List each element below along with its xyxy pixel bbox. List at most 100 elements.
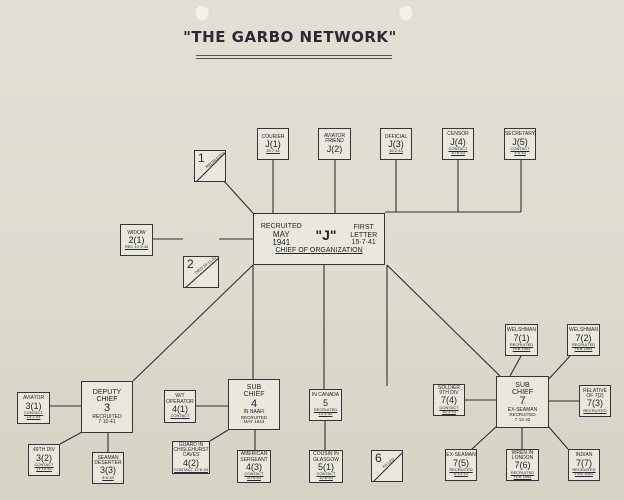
- agent-name: WELSHMAN: [569, 327, 598, 334]
- chief-number: 3: [103, 402, 111, 415]
- agent-code: 4(1): [171, 403, 188, 414]
- letter-date: 15·7·41: [351, 239, 376, 246]
- agent-name: SOLDIER 9TH DIV: [438, 384, 460, 397]
- agent-name: COUSIN IN GLASGOW: [313, 451, 339, 463]
- agent-code: 5(1): [317, 461, 334, 472]
- agent-name: AVIATOR FRIEND: [323, 133, 346, 145]
- agent-4-3-box: AMERICAN SERGEANT 4(3) CONTACT 20·4·43: [237, 450, 271, 483]
- agent-6-box: 6 KILLED: [371, 450, 403, 482]
- agent-note: RECRUITED FEB 1944: [510, 469, 535, 479]
- agent-code: J(5): [512, 136, 528, 147]
- agent-j1-box: COURIER J(1) 15·7·41: [257, 128, 289, 160]
- chart-title: "THE GARBO NETWORK": [183, 28, 397, 46]
- agent-note: RECRUITED 6·12·43: [449, 467, 473, 477]
- agent-code: 2(1): [128, 234, 145, 245]
- agent-code: 7(6): [514, 460, 531, 471]
- agent-code: 4(3): [245, 461, 262, 472]
- agent-name: AMERICAN SERGEANT: [240, 451, 268, 463]
- agent-name: WREN IN LONDON: [511, 449, 534, 462]
- agent-name: WIDOW: [127, 229, 146, 236]
- agent-name: EX-SEAMAN: [446, 452, 476, 459]
- agent-3-3-box: SEAMAN DESERTER 3(3) 8·6·43: [92, 452, 124, 484]
- agent-7-1-box: WELSHMAN 7(1) RECRUITED FEB 1944: [505, 324, 538, 356]
- agent-code: 7(4): [440, 395, 457, 406]
- agent-code: 3(2): [35, 452, 52, 463]
- agent-note: RECRUITED FEB 1944: [509, 342, 534, 352]
- chief-date: 7·10·41: [98, 419, 116, 426]
- agent-code: J(1): [265, 138, 281, 149]
- chief-label: CHIEF: [243, 391, 265, 399]
- chief-label: CHIEF: [96, 395, 118, 403]
- agent-7-2-box: WELSHMAN 7(2) RECRUITED FEB 1944: [567, 324, 600, 356]
- chief-label: SUB: [246, 384, 262, 392]
- agent-name: RELATIVE OF 7(2): [583, 387, 607, 400]
- agent-note: CONTACT 12·6·43: [316, 471, 336, 481]
- agent-code: J(4): [450, 136, 466, 147]
- agent-7-6-box: WREN IN LONDON 7(6) RECRUITED FEB 1944: [506, 449, 539, 481]
- agent-4-2-box: GUARD IN CHISLEHURST CAVES 4(2) CONTACT …: [172, 441, 210, 474]
- agent-name: INDIAN: [575, 452, 593, 459]
- agent-code: 7(1): [513, 332, 530, 343]
- agent-widow-box: WIDOW 2(1) REC 10·3·43: [120, 224, 153, 256]
- agent-4-1-box: W/T OPERATOR 4(1) CONTACT: [164, 390, 196, 423]
- agent-note: RECRUITED FEB 1944: [572, 467, 596, 477]
- deputy-chief-3-box: DEPUTY CHIEF 3 RECRUITED 7·10·41: [81, 381, 133, 433]
- agent-note: CONTACT: [170, 413, 190, 419]
- agent-code: J(2): [326, 143, 343, 154]
- agent-name: SEAMAN DESERTER: [94, 454, 122, 467]
- agent-name: AVIATOR: [22, 395, 45, 402]
- sub-chief-7-box: SUB CHIEF 7 EX-SEAMAN RECRUITED 7·12·42: [496, 376, 549, 428]
- connector: [59, 431, 83, 445]
- agent-number: 1: [198, 151, 205, 165]
- chief-code: "J": [315, 226, 337, 243]
- agent-note: 15·7·41: [266, 148, 280, 154]
- agent-code: 7(7): [575, 457, 592, 468]
- chief-date: 7·12·42: [514, 416, 531, 422]
- agent-note: CONTACT 11·10·42: [34, 462, 54, 472]
- chief-place: EX-SEAMAN: [507, 406, 538, 413]
- connector: [132, 264, 254, 382]
- agent-code: 5: [322, 397, 328, 408]
- agent-note: CONTACT 20·4·43: [244, 471, 264, 481]
- recruited-year: 1941: [272, 238, 291, 247]
- sub-chief-4-box: SUB CHIEF 4 IN NAAFI RECRUITED MAY 1943: [228, 379, 280, 430]
- agent-name: CENSOR: [447, 131, 469, 138]
- agent-code: J(3): [388, 138, 404, 149]
- punch-hole: [194, 4, 210, 22]
- agent-5-1-box: COUSIN IN GLASGOW 5(1) CONTACT 12·6·43: [309, 450, 343, 483]
- agent-note: 16·2·43: [389, 148, 403, 154]
- agent-name: OFFICIAL: [384, 133, 408, 140]
- recruited-month: MAY: [272, 229, 290, 239]
- agent-name: GUARD IN CHISLEHURST CAVES: [173, 441, 209, 459]
- agent-number: 6: [375, 451, 382, 465]
- agent-name: 49TH DIV: [33, 447, 55, 454]
- agent-note: CONTACT 16·3·43: [439, 404, 459, 414]
- agent-name: IN CANADA: [311, 392, 340, 399]
- agent-7-3-box: RELATIVE OF 7(2) 7(3) RECRUITED: [579, 385, 611, 417]
- agent-name: SECRETARY: [504, 131, 536, 138]
- chief-note: RECRUITED: [92, 413, 122, 420]
- first-label: FIRST: [353, 224, 374, 232]
- letter-label: LETTER: [350, 231, 378, 239]
- agent-7-4-box: SOLDIER 9TH DIV 7(4) CONTACT 16·3·43: [433, 384, 465, 416]
- title-underline: [196, 58, 392, 59]
- agent-code: 7(5): [452, 457, 469, 468]
- agent-j2-box: AVIATOR FRIEND J(2): [318, 128, 351, 160]
- chief-role: CHIEF OF ORGANIZATION: [275, 247, 363, 255]
- agent-j4-box: CENSOR J(4) CONTACT 10·6·43: [442, 128, 474, 160]
- agent-code: 7(2): [575, 332, 592, 343]
- chief-number: 4: [250, 397, 258, 410]
- agent-note: RECRUITED FEB 1944: [571, 342, 596, 352]
- chief-label: CHIEF: [512, 388, 533, 396]
- chief-number: 7: [519, 395, 526, 408]
- agent-j5-box: SECRETARY J(5) CONTACT 4·5·43: [504, 128, 536, 160]
- agent-code: 7(3): [586, 398, 603, 409]
- connector: [222, 179, 254, 214]
- agent-note: REC 10·3·43: [124, 244, 149, 250]
- agent-2-box: 2 DIED 24·11·42: [183, 256, 219, 288]
- connector: [509, 355, 522, 377]
- agent-name: COURIER: [261, 133, 285, 140]
- agent-note: CONTACT 10·6·43: [448, 146, 468, 156]
- title-underline: [196, 55, 392, 56]
